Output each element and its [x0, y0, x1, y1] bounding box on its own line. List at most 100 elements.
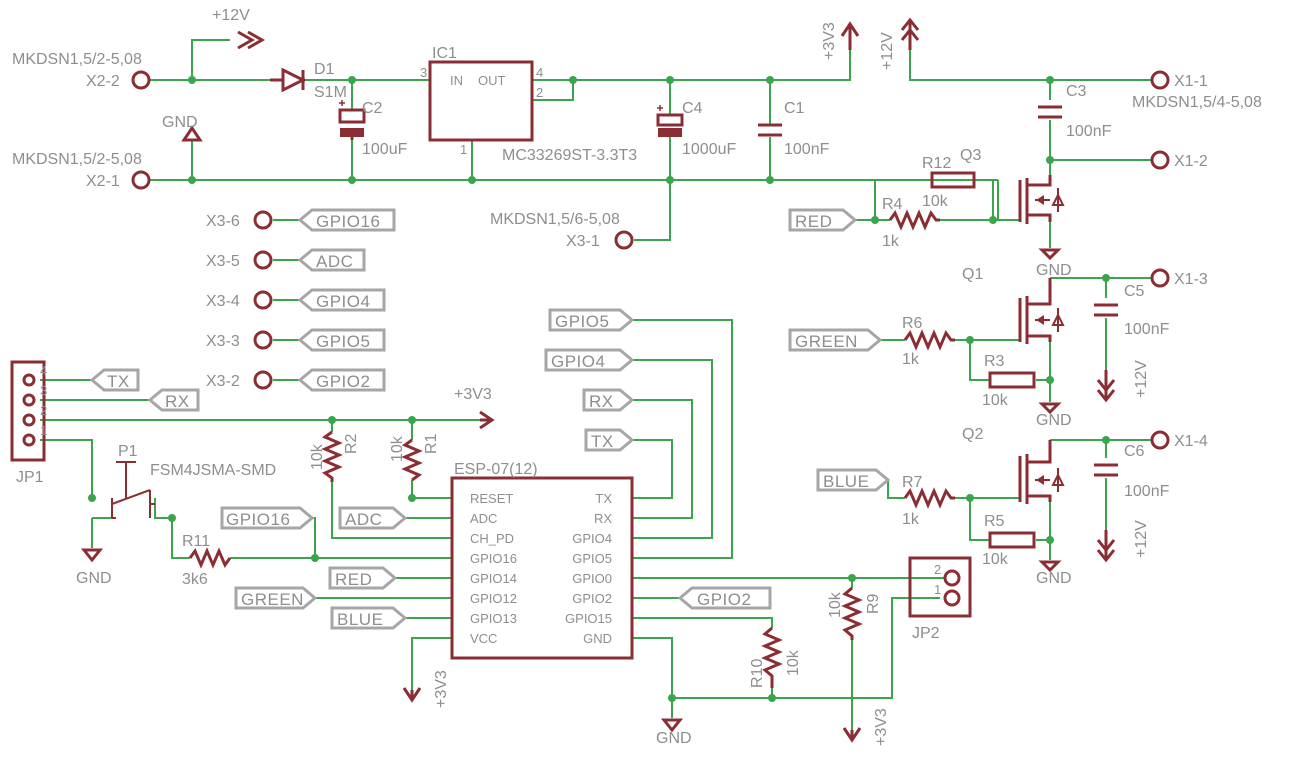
p1-ref: P1 — [118, 443, 138, 460]
net-flag-gpio2-x3: GPIO2 — [297, 368, 386, 392]
x1-2-label: X1-2 — [1174, 153, 1208, 170]
net-flag-gpio16-x3: GPIO16 — [297, 208, 396, 232]
svg-text:GPIO4: GPIO4 — [551, 352, 605, 371]
esp-pin-right-4: GPIO0 — [572, 571, 612, 586]
x1-1-label: X1-1 — [1174, 73, 1208, 90]
svg-text:TX: TX — [107, 372, 130, 391]
r1-value: 10k — [389, 435, 406, 462]
net-flag-gpio5-esp: GPIO5 — [548, 308, 635, 332]
power-12v-top-icon — [900, 17, 920, 50]
capacitor-c6 — [1094, 463, 1118, 477]
capacitor-c3 — [1038, 105, 1062, 119]
wires — [40, 39, 1152, 730]
gnd-esp-label: GND — [656, 730, 692, 747]
svg-text:GPIO5: GPIO5 — [555, 312, 609, 331]
power-3v3-r9-label: +3V3 — [873, 708, 890, 746]
d1-part: S1M — [314, 84, 347, 101]
c5-value: 100nF — [1124, 321, 1170, 338]
net-flag-gpio5-x3: GPIO5 — [297, 328, 386, 352]
svg-text:RX: RX — [589, 392, 614, 411]
net-flag-gpio4-esp: GPIO4 — [544, 348, 635, 372]
transistor-q2 — [1018, 440, 1065, 504]
x3-3-label: X3-3 — [206, 333, 240, 350]
power-3v3-jp1-label: +3V3 — [454, 386, 492, 403]
esp-pin-left-4: GPIO14 — [470, 571, 517, 586]
svg-text:ADC: ADC — [345, 510, 382, 529]
x3-part: MKDSN1,5/6-5,08 — [490, 211, 620, 228]
power-3v3-vcc-label: +3V3 — [433, 670, 450, 708]
resistor-r5 — [988, 531, 1036, 549]
x2-1-label: X2-1 — [86, 173, 120, 190]
r2-value: 10k — [309, 443, 326, 470]
r11-value: 3k6 — [182, 571, 208, 588]
ic1-pin-gnd-number: 1 — [460, 142, 467, 157]
gnd-input-icon — [181, 125, 203, 142]
gnd-q3-icon — [1038, 248, 1062, 261]
regulator-ic1 — [428, 60, 534, 142]
c6-value: 100nF — [1124, 483, 1170, 500]
resistor-r2 — [321, 430, 343, 482]
ic1-in-pin: IN — [450, 73, 463, 88]
net-flag-gpio2-esp: GPIO2 — [677, 586, 772, 610]
r9-ref: R9 — [865, 593, 882, 614]
esp-module — [450, 476, 634, 660]
ic1-pin-in-number: 3 — [420, 65, 427, 80]
header-jp1 — [10, 360, 46, 462]
capacitor-c1 — [758, 123, 782, 137]
capacitor-c2 — [338, 100, 366, 140]
power-3v3-r9-icon — [842, 727, 862, 743]
r7-ref: R7 — [902, 474, 923, 491]
x3-4-label: X3-4 — [206, 293, 240, 310]
net-flag-gpio16-esp: GPIO16 — [220, 506, 315, 530]
power-12v-c6-label: +12V — [1133, 520, 1150, 558]
x1-3-label: X1-3 — [1174, 271, 1208, 288]
net-flag-rx-esp: RX — [582, 388, 635, 412]
jp1-ref: JP1 — [16, 469, 44, 486]
svg-text:GPIO4: GPIO4 — [316, 292, 370, 311]
svg-text:GREEN: GREEN — [241, 590, 304, 609]
esp-pin-right-2: GPIO4 — [572, 531, 612, 546]
r6-ref: R6 — [902, 315, 923, 332]
power-3v3-top-label: +3V3 — [821, 22, 838, 60]
c4-ref: C4 — [682, 100, 703, 117]
net-flag-red-q3: RED — [788, 208, 858, 232]
svg-text:BLUE: BLUE — [823, 472, 869, 491]
resistor-r4 — [888, 209, 940, 231]
connector-terminals — [131, 70, 1170, 450]
x1-4-label: X1-4 — [1174, 433, 1208, 450]
c6-ref: C6 — [1124, 443, 1145, 460]
power-12v-top-label: +12V — [879, 32, 896, 70]
esp-pin-left-6: GPIO13 — [470, 611, 517, 626]
resistor-r6 — [903, 329, 955, 351]
jp1-pin-1: 1 — [40, 423, 47, 438]
esp-pin-right-6: GPIO15 — [565, 611, 612, 626]
esp-pin-left-2: CH_PD — [470, 531, 514, 546]
resistor-r9 — [841, 586, 863, 640]
jp2-pin-1: 1 — [934, 582, 941, 597]
power-3v3-vcc-icon — [402, 687, 422, 703]
net-flag-green-esp: GREEN — [234, 586, 318, 610]
net-flag-gpio4-x3: GPIO4 — [297, 288, 386, 312]
power-12v-c6-icon — [1096, 530, 1116, 563]
svg-text:RED: RED — [795, 212, 832, 231]
x2-part-top: MKDSN1,5/2-5,08 — [12, 51, 142, 68]
p1-part: FSM4JSMA-SMD — [150, 462, 276, 479]
resistor-r1 — [401, 438, 423, 482]
c1-value: 100nF — [784, 141, 830, 158]
resistor-r10 — [761, 626, 783, 688]
esp-pin-left-7: VCC — [470, 631, 497, 646]
header-jp2 — [908, 556, 972, 618]
esp-pin-left-3: GPIO16 — [470, 551, 517, 566]
x3-5-label: X3-5 — [206, 253, 240, 270]
q2-ref: Q2 — [962, 426, 983, 443]
r11-ref: R11 — [182, 533, 210, 550]
r4-ref: R4 — [882, 196, 903, 213]
transistor-q1 — [1018, 278, 1065, 344]
c5-ref: C5 — [1124, 283, 1145, 300]
pushbutton-p1 — [111, 461, 155, 519]
gnd-q2-icon — [1038, 560, 1062, 573]
power-12v-input-label: +12V — [212, 7, 250, 24]
gnd-esp-icon — [660, 718, 684, 733]
net-flag-adc-esp: ADC — [338, 506, 408, 530]
